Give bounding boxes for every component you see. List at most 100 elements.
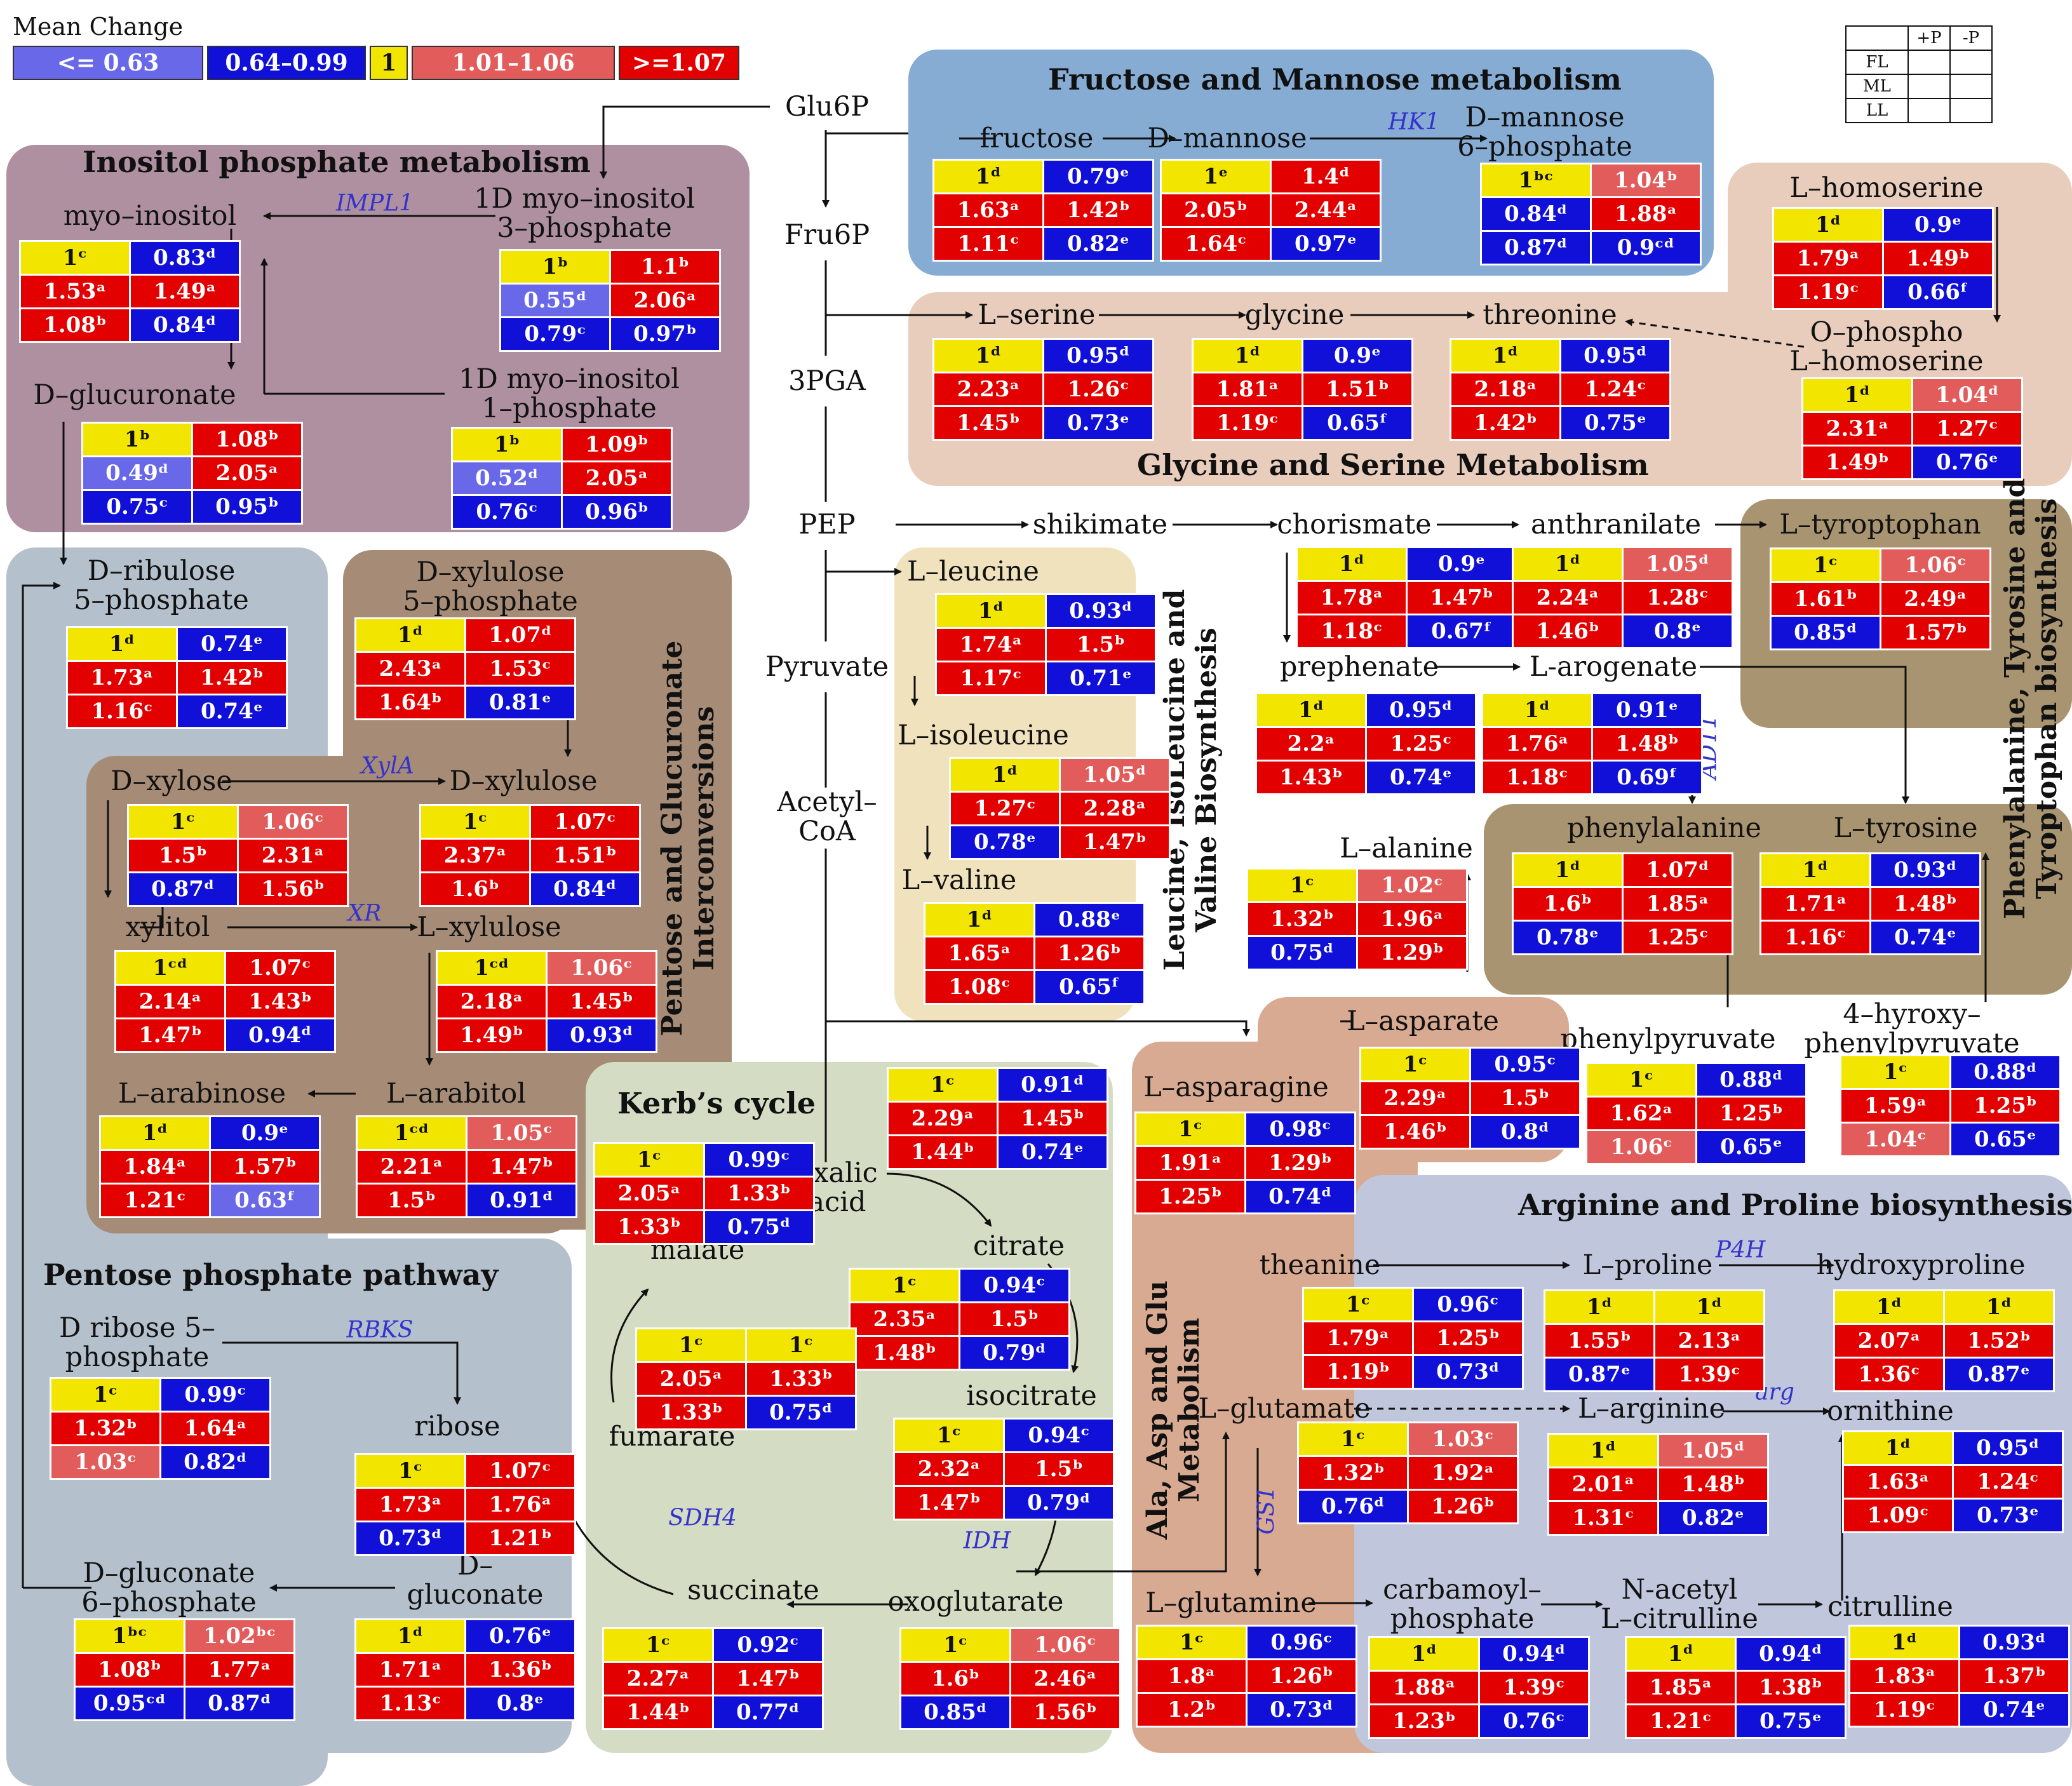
fold-change-cell: 1ᶜ <box>1248 869 1356 901</box>
fold-change-cell: 1.64ᵇ <box>356 687 464 718</box>
fold-change-cell: 1.1ᵇ <box>611 251 719 283</box>
metabolite-dxylose: D–xylose <box>111 765 232 797</box>
fold-change-cell: 1.37ᵇ <box>1960 1660 2068 1692</box>
metabolite-lisoleucine: L–isoleucine <box>898 720 1069 751</box>
condition-cell <box>1907 74 1951 99</box>
metabolite-pep: PEP <box>798 509 856 540</box>
fold-change-cell: 1ᶜ <box>21 242 129 274</box>
fold-change-cell: 1.16ᶜ <box>1761 922 1869 953</box>
enzyme-label: IMPL1 <box>335 190 414 217</box>
metabolite-fru6p: Fru6P <box>784 219 870 251</box>
fold-change-cell: 0.71ᵉ <box>1047 662 1155 694</box>
fold-change-cell: 1ᶜ <box>637 1329 745 1361</box>
metabolite-phenylpyruvate: phenylpyruvate <box>1560 1023 1776 1055</box>
metabolite-citrate: citrate <box>972 1230 1065 1262</box>
fold-change-cell: 0.65ᶠ <box>1035 971 1143 1003</box>
fold-change-cell: 1ᵈ <box>1844 1432 1952 1464</box>
region-title: Inositol phosphate metabolism <box>83 145 591 179</box>
fold-change-cell: 1.25ᵇ <box>1414 1322 1522 1354</box>
fold-change-cell: 1ᵈ <box>1483 694 1591 726</box>
condition-key-corner <box>1845 25 1909 51</box>
fold-change-cell: 1.18ᶜ <box>1298 615 1406 647</box>
fold-change-cell: 0.55ᵈ <box>501 285 609 316</box>
fold-change-cell: 0.93ᵈ <box>1871 854 1979 886</box>
fold-change-cell: 1.27ᶜ <box>1913 413 2021 445</box>
fold-change-cell: 1ᵈ <box>1761 854 1869 886</box>
fold-change-cell: 1.25ᵇ <box>1951 1090 2059 1122</box>
fold-change-cell: 0.87ᵈ <box>1482 232 1590 264</box>
metabolite-lserine: L–serine <box>978 299 1096 331</box>
reaction-arrow <box>22 582 61 1588</box>
fold-change-cell: 1.03ᶜ <box>51 1446 159 1478</box>
fold-change-cell: 1.17ᶜ <box>937 662 1045 694</box>
fold-change-cell: 1.8ᵃ <box>1138 1660 1246 1692</box>
fold-change-cell: 0.95ᵈ <box>1367 694 1475 726</box>
fold-change-cell: 1.27ᶜ <box>951 793 1059 824</box>
fold-change-cell: 0.91ᵈ <box>999 1069 1107 1101</box>
fold-change-cell: 0.79ᵈ <box>960 1337 1068 1369</box>
fold-change-cell: 1.77ᵃ <box>185 1654 293 1686</box>
fold-change-cell: 1.51ᵇ <box>1303 373 1411 405</box>
fold-change-cell: 1.09ᶜ <box>1844 1500 1952 1531</box>
fold-change-cell: 0.75ᵈ <box>1248 937 1356 969</box>
fold-change-cell: 0.73ᵉ <box>1044 407 1152 439</box>
fold-change-cell: 1.33ᵇ <box>705 1178 813 1209</box>
fold-change-cell: 0.88ᵈ <box>1697 1064 1805 1096</box>
fold-change-cell: 1.24ᶜ <box>1954 1466 2062 1498</box>
legend-swatch: >=1.07 <box>619 46 739 80</box>
fold-change-cell: 1.25ᵇ <box>1697 1098 1805 1129</box>
metabolite-myoinositol: myo–inositol <box>63 200 237 232</box>
fold-change-cell: 0.69ᶠ <box>1593 762 1701 793</box>
fold-change-cell: 1ᶜ <box>889 1069 997 1101</box>
metabolite-larogenate: L-arogenate <box>1529 651 1698 683</box>
fold-change-cell: 1.6ᵇ <box>901 1663 1009 1695</box>
metabolite-lxylulose: L–xylulose <box>417 911 562 943</box>
fold-change-cell: 1.47ᵇ <box>714 1663 822 1695</box>
fold-change-cell: 1ᵈ <box>951 759 1059 791</box>
fold-change-cell: 2.37ᵃ <box>421 840 529 871</box>
fold-change-cell: 1ᵈ <box>1370 1638 1478 1670</box>
fold-change-cell: 1.36ᵇ <box>466 1654 574 1686</box>
fold-change-cell: 1ᵇᶜ <box>76 1620 184 1652</box>
fold-change-cell: 1.5ᵇ <box>960 1303 1068 1335</box>
fold-change-cell: 0.93ᵈ <box>548 1019 656 1051</box>
fold-change-cell: 1.45ᵇ <box>934 407 1042 439</box>
fold-change-cell: 1.26ᵇ <box>1409 1491 1517 1522</box>
fold-change-cell: 1ᵈ <box>1803 379 1911 411</box>
fold-change-cell: 1.4ᵈ <box>1272 161 1380 192</box>
fold-change-cell: 1ᵇ <box>453 429 561 460</box>
reaction-arrow <box>1016 1432 1230 1573</box>
metabolite-chorismate: chorismate <box>1277 509 1432 540</box>
metabolite-citrulline: citrulline <box>1827 1591 1953 1623</box>
fold-change-cell: 1ᶜ <box>595 1144 703 1176</box>
metabolite-larabitol: L–arabitol <box>386 1078 527 1110</box>
reaction-arrow <box>600 105 770 179</box>
fold-change-cell: 0.76ᵈ <box>1299 1491 1407 1522</box>
fold-change-cell: 1.84ᵃ <box>101 1151 209 1183</box>
fold-change-cell: 1.48ᵇ <box>1593 728 1701 760</box>
fold-change-cell: 0.9ᵉ <box>1884 209 1992 241</box>
fold-change-cell: 1.51ᵇ <box>531 840 639 871</box>
metabolite-3pga: 3PGA <box>788 365 866 397</box>
fold-change-cell: 1.05ᵈ <box>1659 1435 1767 1467</box>
legend-swatch: <= 0.63 <box>13 46 203 80</box>
fold-change-cell: 0.74ᵉ <box>178 628 286 660</box>
fold-change-cell: 1ᵈ <box>1298 548 1406 580</box>
fold-change-cell: 1.96ᵃ <box>1358 903 1466 935</box>
fold-change-cell: 0.99ᶜ <box>705 1144 813 1176</box>
fold-change-cell: 1ᵇ <box>501 251 609 283</box>
fold-change-cell: 1.47ᵇ <box>468 1151 575 1183</box>
fold-change-cell: 0.73ᵈ <box>1248 1694 1356 1726</box>
fold-change-cell: 0.87ᵈ <box>185 1688 293 1719</box>
